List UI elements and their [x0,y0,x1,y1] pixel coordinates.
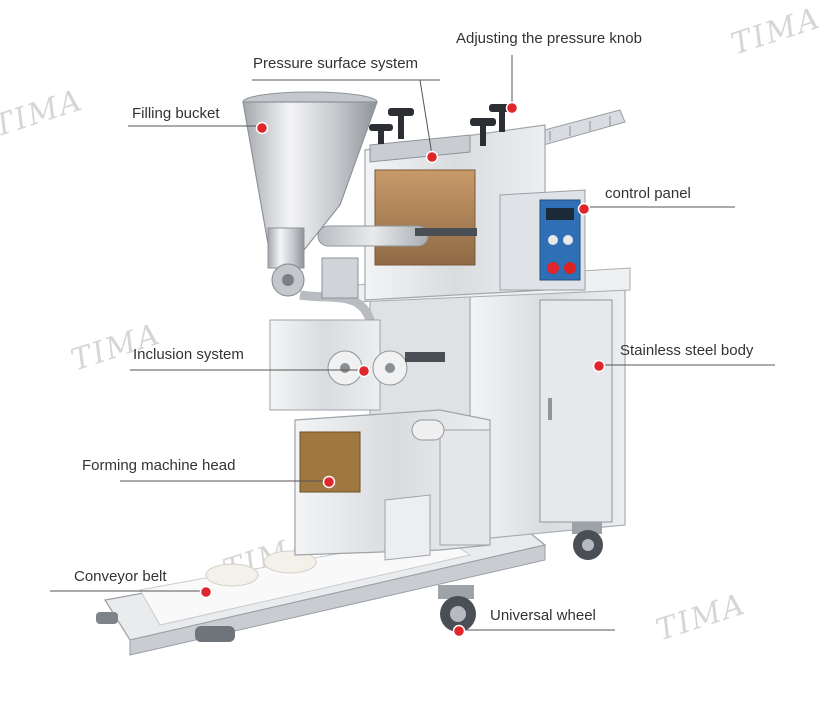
label-stainless-steel-body: Stainless steel body [620,342,754,359]
label-conveyor-belt: Conveyor belt [74,568,167,585]
marker-dot [592,359,606,373]
label-adjusting-pressure-knob: Adjusting the pressure knob [456,30,642,47]
marker-dot [425,150,439,164]
universal-wheel [438,522,603,632]
marker-dot [199,585,213,599]
dumpling [205,563,259,587]
dumpling [263,550,317,574]
marker-dot [322,475,336,489]
forming-machine-head [294,409,491,561]
filling-bucket [242,91,378,401]
marker-dot [577,202,591,216]
marker-dot [505,101,519,115]
label-universal-wheel: Universal wheel [490,607,596,624]
label-forming-machine-head: Forming machine head [82,457,236,474]
label-control-panel: control panel [605,185,691,202]
inclusion-system [269,319,445,411]
marker-dot [255,121,269,135]
dough-sheet [374,169,476,266]
label-pressure-surface-system: Pressure surface system [253,55,419,72]
control-panel [499,189,586,291]
label-inclusion-system: Inclusion system [133,346,244,363]
leader-lines [50,55,775,631]
door-handle [548,398,552,420]
roller-end [195,626,235,642]
roller-end [96,612,118,624]
label-filling-bucket: Filling bucket [132,105,220,122]
marker-dot [357,364,371,378]
marker-dot [452,624,466,638]
